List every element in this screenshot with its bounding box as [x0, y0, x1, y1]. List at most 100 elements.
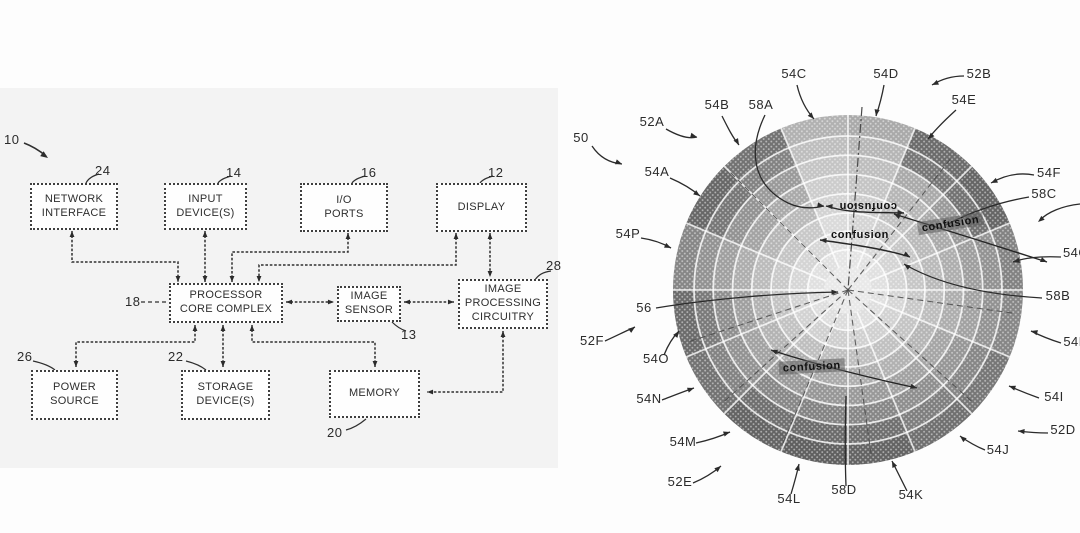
box-label: PROCESSOR CORE COMPLEX	[180, 289, 272, 317]
annotation-label-54I: 54I	[1044, 389, 1064, 404]
ref-numeral-10: 10	[4, 132, 19, 147]
ref-numeral-24: 24	[95, 163, 110, 178]
arrowhead	[221, 361, 226, 367]
arrowhead	[404, 300, 410, 305]
arrowhead	[257, 276, 262, 282]
arrowhead	[286, 300, 292, 305]
arrowhead	[664, 243, 671, 248]
confusion-annotation: confusion	[831, 229, 889, 241]
diagram-box-network-interface: NETWORK INTERFACE	[30, 183, 118, 230]
arrowhead	[250, 325, 255, 331]
annotation-label-52A: 52A	[640, 114, 665, 129]
leader-hook	[33, 361, 55, 370]
diagram-box-display: DISPLAY	[436, 183, 527, 232]
annotation-label-52D: 52D	[1050, 422, 1075, 437]
arrowhead	[991, 178, 998, 183]
box-label: I/O PORTS	[324, 194, 363, 222]
box-label: INPUT DEVICE(S)	[176, 193, 234, 221]
arrowhead	[687, 388, 694, 393]
annotation-label-54D: 54D	[873, 66, 898, 81]
arrowhead	[960, 436, 967, 442]
annotation-label-54O: 54O	[643, 351, 669, 366]
connector-line	[232, 233, 348, 282]
arrowhead	[176, 276, 181, 282]
annotation-label-54A: 54A	[645, 164, 670, 179]
arrowhead	[723, 432, 730, 437]
arrowhead	[203, 276, 208, 282]
annotation-label-54C: 54C	[781, 66, 806, 81]
ref-numeral-26: 26	[17, 349, 32, 364]
arrowhead	[448, 300, 454, 305]
arrowhead	[427, 390, 433, 395]
ref-numeral-12: 12	[488, 165, 503, 180]
ref-numeral-22: 22	[168, 349, 183, 364]
arrowhead	[70, 231, 75, 237]
annotation-label-54H: 54H	[1063, 334, 1080, 349]
annotation-label-54M: 54M	[670, 434, 697, 449]
annotation-label-54E: 54E	[952, 92, 977, 107]
diagram-box-memory: MEMORY	[329, 370, 420, 418]
annotation-label-54J: 54J	[987, 442, 1009, 457]
confusion-text: confusion	[831, 229, 889, 241]
diagram-box-image-sensor: IMAGE SENSOR	[337, 286, 401, 322]
annotation-label-58D: 58D	[831, 482, 856, 497]
box-label: POWER SOURCE	[50, 381, 99, 409]
diagram-box-io-ports: I/O PORTS	[300, 183, 388, 232]
arrowhead	[501, 331, 506, 337]
ref-numeral-18: 18	[125, 294, 140, 309]
arrowhead	[615, 159, 622, 164]
connector-line	[427, 331, 503, 392]
diagram-box-image-processing-circuitry: IMAGE PROCESSING CIRCUITRY	[458, 279, 548, 329]
ref-numeral-16: 16	[361, 165, 376, 180]
annotation-label-54P: 54P	[616, 226, 641, 241]
annotation-label-54K: 54K	[899, 487, 924, 502]
confusion-text: confusion	[839, 200, 897, 212]
wheel-ref-56: 56	[636, 300, 651, 315]
annotation-label-58A: 58A	[749, 97, 774, 112]
box-label: IMAGE PROCESSING CIRCUITRY	[465, 283, 541, 324]
arrowhead	[628, 327, 635, 333]
annotation-label-54L: 54L	[777, 491, 800, 506]
arrowhead	[230, 276, 235, 282]
arrowhead	[808, 112, 814, 119]
arrowhead	[221, 325, 226, 331]
arrowhead	[690, 133, 697, 138]
leader-hook	[186, 361, 206, 370]
annotation-label-58C: 58C	[1031, 186, 1056, 201]
annotation-label-58B: 58B	[1046, 288, 1071, 303]
arrowhead	[74, 361, 79, 367]
box-label: DISPLAY	[458, 201, 506, 215]
annotation-label-52F: 52F	[580, 333, 604, 348]
connector-line	[252, 325, 375, 367]
box-label: MEMORY	[349, 387, 400, 401]
annotation-label-52E: 52E	[668, 474, 693, 489]
diagram-box-storage-devices: STORAGE DEVICE(S)	[181, 370, 270, 420]
ref-numeral-13: 13	[401, 327, 416, 342]
confusion-wheel	[673, 107, 1023, 465]
arrowhead	[373, 361, 378, 367]
arrowhead	[203, 231, 208, 237]
confusion-annotation: confusion	[839, 200, 897, 212]
arrowhead	[1009, 386, 1016, 391]
arrowhead	[875, 109, 880, 116]
diagram-box-processor-core-complex: PROCESSOR CORE COMPLEX	[169, 283, 283, 323]
arrowhead	[454, 233, 459, 239]
box-label: IMAGE SENSOR	[345, 290, 393, 318]
connector-line	[259, 233, 456, 282]
box-label: STORAGE DEVICE(S)	[196, 381, 254, 409]
leader-hook	[346, 419, 366, 430]
figure-ref-50: 50	[573, 130, 588, 145]
ref-numeral-28: 28	[546, 258, 561, 273]
annotation-label-52B: 52B	[967, 66, 992, 81]
arrowhead	[346, 233, 351, 239]
diagram-box-power-source: POWER SOURCE	[31, 370, 118, 420]
annotation-label-54N: 54N	[636, 391, 661, 406]
arrowhead	[328, 300, 334, 305]
annotation-label-54G: 54G	[1063, 245, 1080, 260]
arrowhead	[892, 461, 897, 468]
connector-line	[72, 231, 178, 282]
leader-line-cropped	[1040, 204, 1080, 220]
ref-numeral-14: 14	[226, 165, 241, 180]
